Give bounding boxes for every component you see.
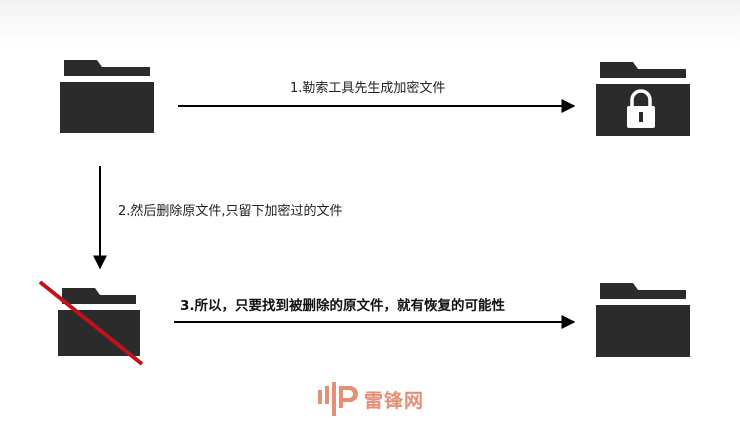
watermark-text: 雷锋网 [364, 390, 425, 412]
deleted-folder-icon [38, 280, 144, 366]
step2-label: 2.然后删除原文件,只留下加密过的文件 [118, 204, 343, 219]
padlock-icon [627, 89, 655, 128]
step3-label: 3.所以，只要找到被删除的原文件，就有恢复的可能性 [180, 298, 506, 314]
leiphone-logo-icon [318, 382, 358, 416]
step1-label: 1.勒索工具先生成加密文件 [290, 81, 446, 96]
locked-folder-icon [596, 62, 690, 136]
blurred-header-band [0, 0, 740, 44]
recovered-folder-icon [596, 283, 690, 357]
watermark: 雷锋网 [316, 378, 446, 420]
original-folder-icon [60, 60, 154, 133]
cross-out-line [38, 280, 144, 366]
